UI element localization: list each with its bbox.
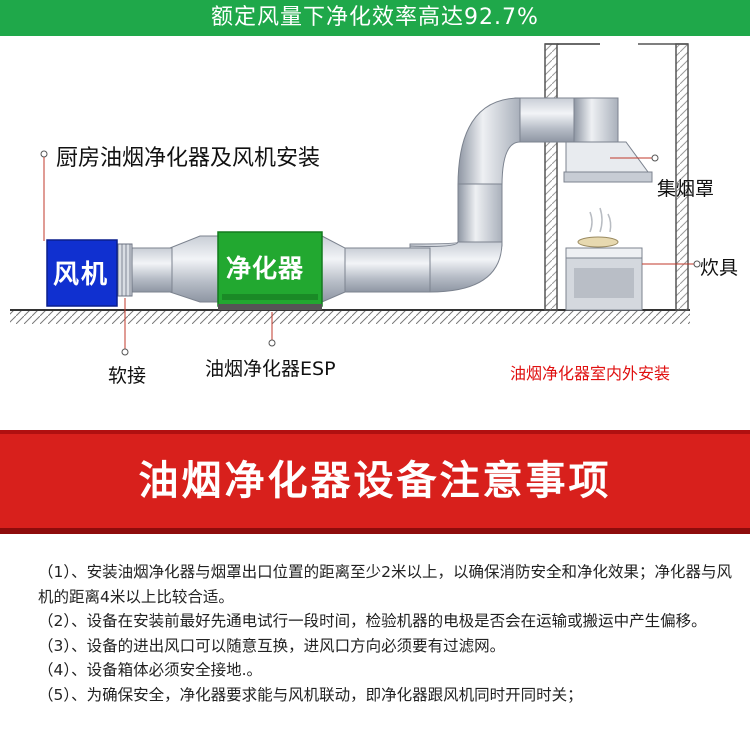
note-item: （3）、设备的进出风口可以随意互换，进风口方向必须要有过滤网。 bbox=[38, 636, 506, 655]
stove-icon bbox=[565, 207, 643, 311]
label-kitchen-install: 厨房油烟净化器及风机安装 bbox=[56, 146, 321, 171]
label-stove: 炊具 bbox=[700, 257, 739, 279]
label-esp: 油烟净化器ESP bbox=[205, 358, 336, 380]
label-fan: 风机 bbox=[53, 260, 110, 290]
fan-box-icon bbox=[46, 239, 118, 307]
exhaust-hood-icon bbox=[563, 97, 653, 183]
top-banner: 额定风量下净化效率高达92.7% bbox=[0, 0, 750, 36]
note-item: （4）、设备箱体必须安全接地.。 bbox=[38, 661, 263, 679]
note-item: （2）、设备在安装前最好先通电试行一段时间，检验机器的电极是否会在运输或搬运中产… bbox=[38, 612, 707, 630]
leader-lines bbox=[40, 150, 701, 356]
notes-list: （1）、安装油烟净化器与烟罩出口位置的距离至少2米以上，以确保消防安全和净化效果… bbox=[38, 560, 738, 707]
section-title: 油烟净化器设备注意事项 bbox=[138, 458, 612, 504]
installation-diagram: 厨房油烟净化器及风机安装 风机 净化器 软接 油烟净化器ESP 集烟罩 炊具 油… bbox=[0, 36, 750, 430]
section-banner: 油烟净化器设备注意事项 bbox=[0, 430, 750, 534]
floor bbox=[10, 309, 690, 324]
label-indoor-outdoor: 油烟净化器室内外安装 bbox=[510, 364, 671, 383]
label-soft-joint: 软接 bbox=[108, 365, 147, 387]
diagram-illustration bbox=[10, 43, 701, 356]
note-item: （5）、为确保安全，净化器要求能与风机联动，即净化器跟风机同时开同时关； bbox=[38, 685, 583, 704]
purifier-box-icon bbox=[217, 231, 323, 310]
label-hood: 集烟罩 bbox=[657, 178, 715, 200]
label-purifier: 净化器 bbox=[226, 254, 305, 283]
duct-icon bbox=[117, 97, 594, 303]
note-item: （1）、安装油烟净化器与烟罩出口位置的距离至少2米以上，以确保消防安全和净化效果… bbox=[38, 563, 732, 606]
